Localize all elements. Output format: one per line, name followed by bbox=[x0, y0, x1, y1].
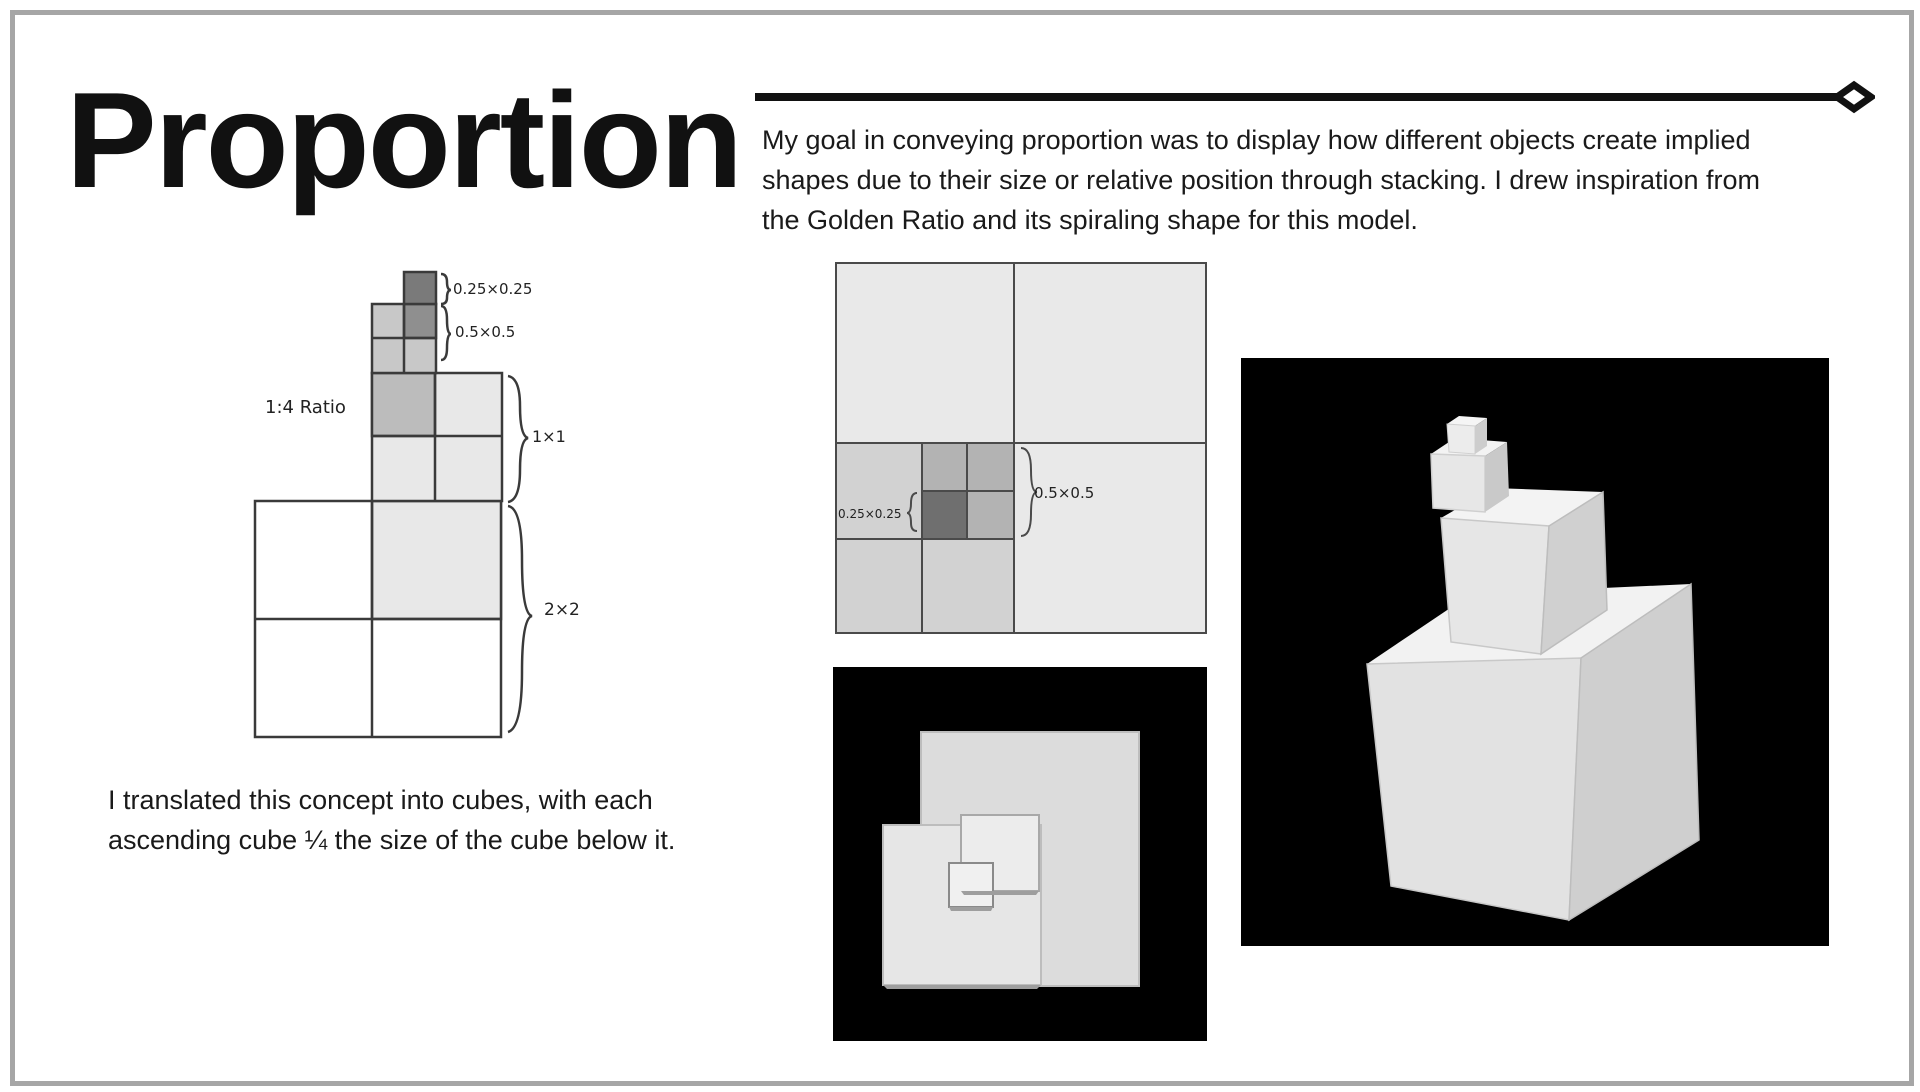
perspective-model bbox=[1366, 416, 1700, 922]
plan-label-quarter: 0.25×0.25 bbox=[838, 507, 902, 521]
label-two: 2×2 bbox=[544, 600, 580, 620]
photo-top-view bbox=[833, 667, 1207, 1041]
top-view-model bbox=[882, 731, 1140, 989]
label-one: 1×1 bbox=[532, 427, 566, 446]
plan-label-half: 0.5×0.5 bbox=[1034, 484, 1094, 502]
plan-sketch: 0.5×0.5 0.25×0.25 bbox=[835, 262, 1207, 634]
photo-perspective-view bbox=[1241, 358, 1829, 946]
intro-paragraph: My goal in conveying proportion was to d… bbox=[762, 125, 1761, 235]
slide-title: Proportion bbox=[66, 64, 743, 216]
title-rule bbox=[755, 80, 1875, 114]
elevation-sketch: 0.25×0.25 0.5×0.5 1×1 2×2 1:4 Ratio bbox=[253, 270, 580, 739]
label-quarter: 0.25×0.25 bbox=[453, 280, 532, 298]
ratio-label: 1:4 Ratio bbox=[265, 397, 346, 418]
label-half: 0.5×0.5 bbox=[455, 323, 515, 341]
caption-paragraph: I translated this concept into cubes, wi… bbox=[108, 785, 676, 855]
